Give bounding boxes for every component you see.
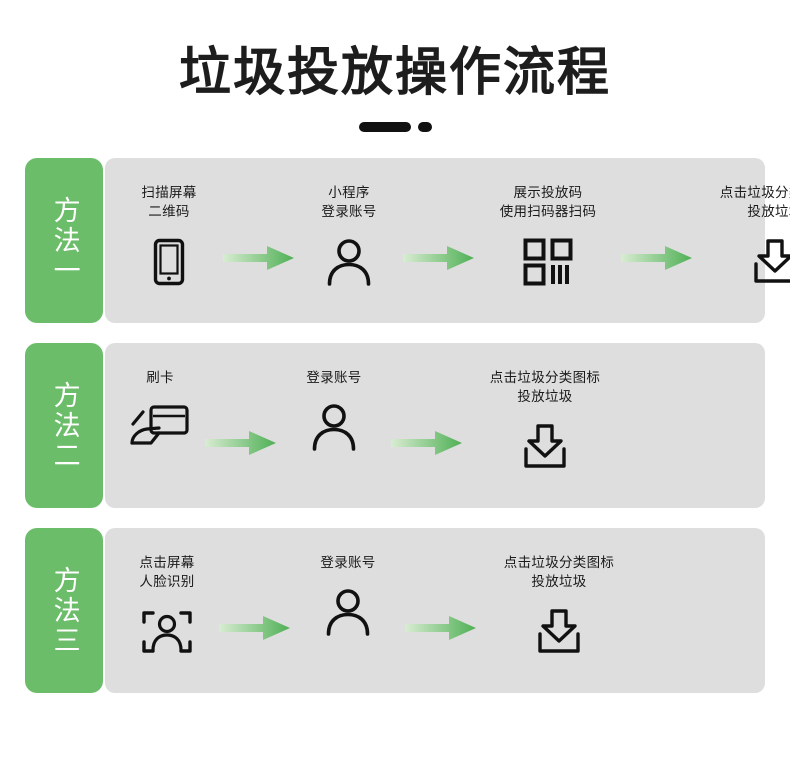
deposit-download-icon bbox=[534, 605, 584, 659]
flow-arrow bbox=[401, 177, 477, 305]
methods-list: 方法一 扫描屏幕 二维码 bbox=[0, 158, 790, 694]
step-item[interactable]: 点击屏幕 人脸识别 bbox=[117, 540, 217, 682]
decoration-bar-icon bbox=[358, 122, 411, 133]
step-label: 登录账号 bbox=[320, 554, 376, 571]
flow-arrow bbox=[389, 362, 465, 490]
user-account-icon bbox=[311, 400, 357, 454]
flow-arrow bbox=[619, 177, 695, 305]
decoration-dot-icon bbox=[417, 122, 432, 133]
flow-arrow bbox=[403, 547, 479, 675]
user-account-icon bbox=[326, 235, 372, 289]
step-item[interactable]: 登录账号 bbox=[293, 540, 403, 682]
step-item[interactable]: 扫描屏幕 二维码 bbox=[117, 170, 221, 312]
step-item[interactable]: 展示投放码 使用扫码器扫码 bbox=[477, 170, 619, 312]
mobile-phone-icon bbox=[153, 235, 185, 289]
step-item[interactable]: 点击垃圾分类图标 投放垃圾 bbox=[695, 170, 790, 312]
method-panel-background bbox=[105, 343, 765, 509]
step-label: 点击垃圾分类图标 投放垃圾 bbox=[489, 369, 601, 406]
step-item[interactable]: 点击垃圾分类图标 投放垃圾 bbox=[479, 540, 639, 682]
deposit-download-icon bbox=[750, 235, 790, 289]
method-steps: 扫描屏幕 二维码 bbox=[103, 158, 790, 323]
method-tab-1[interactable]: 方法一 bbox=[25, 158, 103, 324]
step-label: 点击屏幕 人脸识别 bbox=[139, 554, 195, 591]
method-tab-label: 方法二 bbox=[48, 380, 80, 471]
method-row: 方法一 扫描屏幕 二维码 bbox=[25, 158, 790, 324]
qr-code-icon bbox=[523, 235, 573, 289]
step-label: 扫描屏幕 二维码 bbox=[141, 184, 197, 221]
title-decoration bbox=[0, 122, 790, 133]
step-label: 展示投放码 使用扫码器扫码 bbox=[499, 184, 597, 221]
step-label: 刷卡 bbox=[146, 369, 174, 386]
step-label: 小程序 登录账号 bbox=[321, 184, 377, 221]
step-item[interactable]: 小程序 登录账号 bbox=[297, 170, 401, 312]
method-steps: 刷卡 bbox=[103, 343, 765, 508]
step-label: 登录账号 bbox=[306, 369, 362, 386]
step-item[interactable]: 登录账号 bbox=[279, 355, 389, 497]
method-steps: 点击屏幕 人脸识别 bbox=[103, 528, 765, 693]
step-label: 点击垃圾分类图标 投放垃圾 bbox=[719, 184, 790, 221]
method-row: 方法三 点击屏幕 人脸识别 bbox=[25, 528, 765, 694]
method-row: 方法二 刷卡 bbox=[25, 343, 765, 509]
flow-arrow bbox=[221, 177, 297, 305]
page-title: 垃圾投放操作流程 bbox=[178, 43, 611, 103]
method-tab-3[interactable]: 方法三 bbox=[25, 528, 103, 694]
user-account-icon bbox=[325, 585, 371, 639]
page-header: 垃圾投放操作流程 bbox=[0, 0, 790, 133]
flow-arrow bbox=[217, 547, 293, 675]
step-label: 点击垃圾分类图标 投放垃圾 bbox=[503, 554, 615, 591]
swipe-card-icon bbox=[129, 400, 191, 454]
method-panel-background bbox=[105, 158, 765, 324]
flow-arrow bbox=[203, 362, 279, 490]
deposit-download-icon bbox=[520, 420, 570, 474]
method-tab-2[interactable]: 方法二 bbox=[25, 343, 103, 509]
face-recognition-icon bbox=[141, 605, 193, 659]
step-item[interactable]: 点击垃圾分类图标 投放垃圾 bbox=[465, 355, 625, 497]
method-tab-label: 方法一 bbox=[48, 195, 80, 286]
method-tab-label: 方法三 bbox=[48, 565, 80, 656]
step-item[interactable]: 刷卡 bbox=[117, 355, 203, 497]
method-panel-background bbox=[105, 528, 765, 694]
